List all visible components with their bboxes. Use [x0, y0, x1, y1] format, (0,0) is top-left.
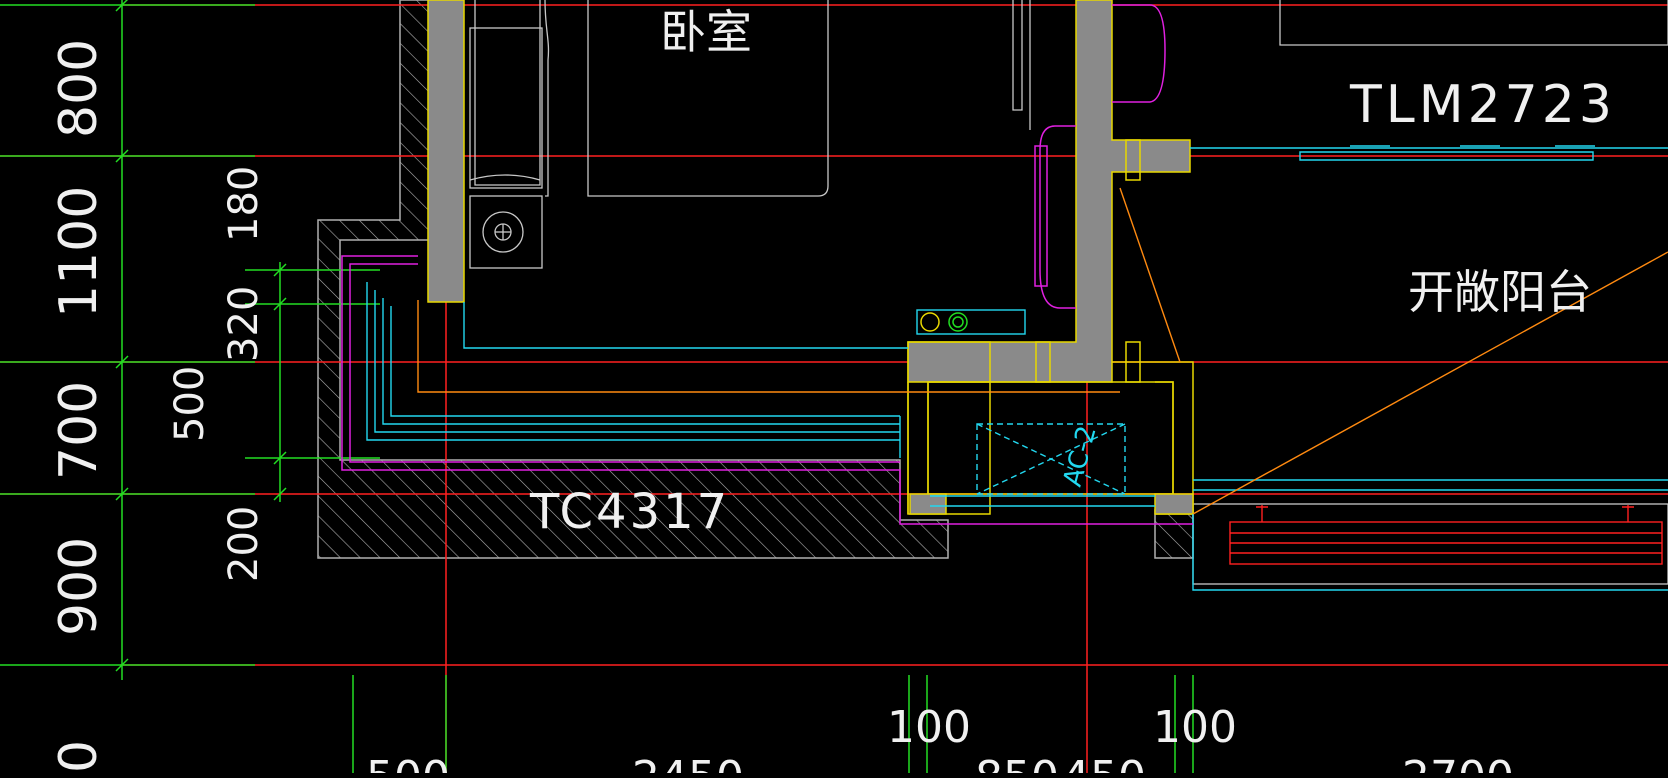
floor-drain-icon — [482, 211, 524, 253]
dim-180: 180 — [221, 166, 267, 242]
dim-bottom-850: 850 — [975, 752, 1059, 773]
dimension-lines-green — [0, 0, 1194, 773]
pipes-cyan — [366, 145, 1668, 591]
dim-bottom-2450: 2450 — [632, 752, 744, 773]
structural-walls — [427, 0, 1191, 383]
lines-orange — [417, 187, 1668, 515]
lines-magenta — [341, 4, 1193, 525]
dim-700: 700 — [49, 381, 109, 480]
room-label-balcony: 开敞阳台 — [1408, 265, 1592, 319]
room-label-bedroom: 卧室 — [660, 5, 752, 59]
dim-bottom-500: 500 — [366, 752, 450, 773]
bottom-dimensions: 100 100 500 2450 850 450 2700 — [366, 702, 1514, 778]
pipe-fixture-icon — [920, 312, 968, 332]
dim-1100: 1100 — [49, 186, 109, 318]
window-label: TC4317 — [529, 484, 730, 540]
dim-bottom-100-a: 100 — [887, 702, 971, 753]
dim-800: 800 — [49, 39, 109, 138]
dim-bottom-2700: 2700 — [1402, 752, 1514, 773]
dim-0: 0 — [49, 740, 109, 773]
dim-bottom-450: 450 — [1062, 752, 1146, 773]
dim-bottom-100-b: 100 — [1153, 702, 1237, 753]
balcony-railing-red — [1229, 505, 1663, 565]
dim-200: 200 — [221, 506, 267, 582]
left-outer-dimensions: 800 1100 700 900 0 — [49, 39, 109, 773]
dim-500: 500 — [167, 366, 213, 442]
dim-900: 900 — [49, 537, 109, 636]
dim-320: 320 — [221, 286, 267, 362]
door-label: TLM2723 — [1349, 75, 1616, 135]
left-inner-dimensions: 180 320 500 200 — [167, 166, 267, 582]
